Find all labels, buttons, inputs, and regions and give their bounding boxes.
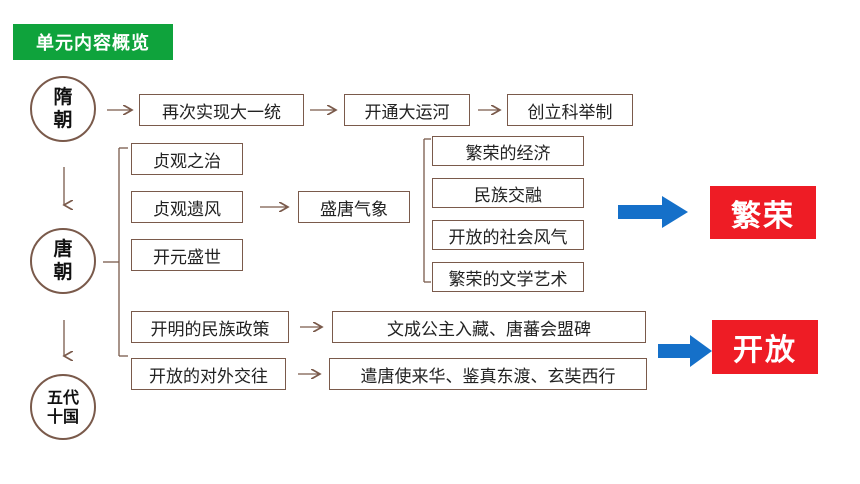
tang-item-kaiyuan: 开元盛世 bbox=[131, 239, 243, 271]
tang-center-golden-age: 盛唐气象 bbox=[298, 191, 410, 223]
summary-prosperity: 繁荣 bbox=[710, 186, 816, 239]
dynasty-five-dynasties-circle: 五代 十国 bbox=[30, 374, 96, 440]
tang-right-ethnic-fusion: 民族交融 bbox=[432, 178, 584, 208]
tang-detail-foreign-exchange: 遣唐使来华、鉴真东渡、玄奘西行 bbox=[329, 358, 647, 390]
tang-right-literature-art: 繁荣的文学艺术 bbox=[432, 262, 584, 292]
tang-item-zhenguan-rule: 贞观之治 bbox=[131, 143, 243, 175]
sui-item-unification: 再次实现大一统 bbox=[139, 94, 304, 126]
sui-item-imperial-exam: 创立科举制 bbox=[507, 94, 633, 126]
unit-overview-title: 单元内容概览 bbox=[13, 24, 173, 60]
dynasty-tang-circle: 唐 朝 bbox=[30, 228, 96, 294]
tang-item-zhenguan-legacy: 贞观遗风 bbox=[131, 191, 243, 223]
summary-openness: 开放 bbox=[712, 320, 818, 374]
sui-item-grand-canal: 开通大运河 bbox=[344, 94, 470, 126]
tang-item-foreign-exchange: 开放的对外交往 bbox=[131, 358, 286, 390]
tang-item-ethnic-policy: 开明的民族政策 bbox=[131, 311, 289, 343]
tang-right-open-society: 开放的社会风气 bbox=[432, 220, 584, 250]
dynasty-sui-circle: 隋 朝 bbox=[30, 76, 96, 142]
blue-arrow-prosperity bbox=[618, 196, 688, 228]
blue-arrow-openness bbox=[658, 335, 712, 367]
tang-detail-ethnic-policy: 文成公主入藏、唐蕃会盟碑 bbox=[332, 311, 646, 343]
tang-right-economy: 繁荣的经济 bbox=[432, 136, 584, 166]
